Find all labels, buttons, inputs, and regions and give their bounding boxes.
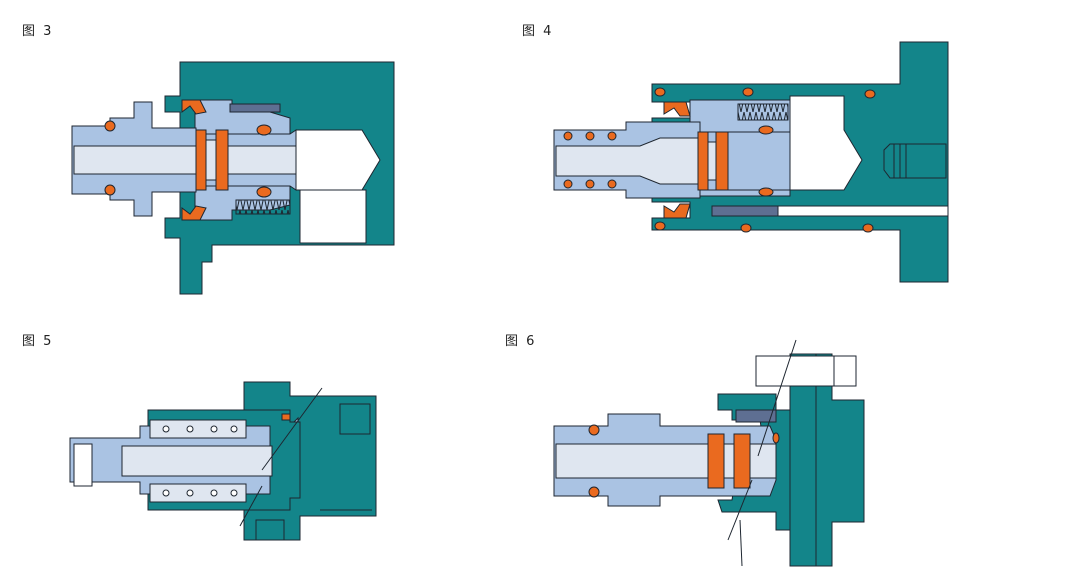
fig3-oring: [104, 184, 116, 196]
fig3-pin: [229, 103, 281, 113]
fig3-oring: [256, 124, 272, 136]
fig4-pin: [711, 205, 779, 217]
fig3-lip-seal: [181, 99, 207, 115]
fig3-seal: [195, 129, 207, 191]
fig4-port: [883, 143, 947, 179]
figure-4-label: 图 4: [522, 24, 554, 39]
fig3-oring: [256, 186, 272, 198]
fig3-bore: [295, 129, 381, 244]
fig3-lip-seal: [181, 205, 207, 221]
fig3-spring: [235, 199, 291, 215]
figure-6-drawing: [553, 339, 865, 567]
fig3-seal: [215, 129, 229, 191]
figure-3-label: 图 3: [22, 24, 54, 39]
figure-5-label: 图 5: [22, 334, 54, 349]
figure-3-drawing: [71, 61, 395, 295]
figure-4-drawing: [553, 41, 949, 283]
figure-6-label: 图 6: [505, 334, 537, 349]
figure-5-drawing: [69, 381, 377, 541]
fig4-spring: [737, 103, 789, 121]
fig3-plug-bore: [73, 145, 297, 175]
fig3-oring: [104, 120, 116, 132]
fig6-bolt: [755, 355, 857, 387]
